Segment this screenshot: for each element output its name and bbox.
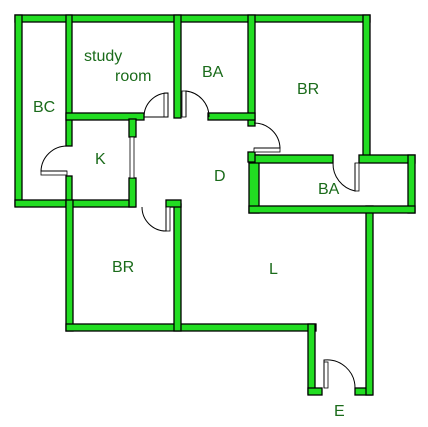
- wall-bottom: [65, 323, 317, 332]
- wall-br-living: [173, 203, 182, 332]
- wall-entry-bottom-left: [307, 387, 323, 396]
- room-labels: BC study room BA BR K D BA BR L E: [33, 48, 345, 420]
- bedroom-left-door[interactable]: [141, 206, 171, 232]
- label-bedroom-left: BR: [112, 259, 134, 276]
- kitchen-door[interactable]: [40, 145, 68, 176]
- wall-entry-left: [307, 323, 316, 395]
- wall-ba-br-lower: [247, 151, 256, 163]
- wall-ba-br: [247, 14, 256, 127]
- study-door[interactable]: [143, 92, 169, 118]
- label-bc: BC: [33, 99, 55, 116]
- label-bath-right: BA: [318, 181, 340, 198]
- label-living: L: [269, 261, 278, 278]
- wall-ba-bottom: [207, 112, 256, 121]
- label-kitchen: K: [95, 151, 106, 168]
- bedroom-right-door[interactable]: [253, 122, 281, 153]
- wall-bc-bottom: [14, 199, 136, 208]
- label-bath-top: BA: [202, 64, 224, 81]
- wall-bc-study: [65, 14, 73, 147]
- wall-left-outer: [14, 14, 23, 207]
- wall-bath-bottom: [248, 205, 416, 214]
- entrance-door[interactable]: [323, 359, 356, 389]
- walls: [14, 14, 416, 396]
- wall-br-top-stub: [165, 199, 182, 208]
- doors: [40, 90, 360, 389]
- wall-bath-top-right: [358, 154, 416, 164]
- bath-right-door[interactable]: [332, 162, 360, 192]
- label-dining: D: [214, 168, 226, 185]
- wall-bath-left: [248, 154, 260, 214]
- wall-living-right: [365, 205, 374, 396]
- bath-top-door[interactable]: [181, 90, 210, 118]
- wall-bath-right: [407, 154, 416, 214]
- label-entrance: E: [334, 403, 345, 420]
- wall-right-outer: [362, 14, 371, 161]
- label-study-line2: room: [115, 68, 151, 85]
- label-bedroom-right: BR: [297, 81, 319, 98]
- kitchen-opening: [129, 136, 135, 179]
- wall-bath-top-left: [248, 154, 334, 164]
- label-study-line1: study: [84, 48, 122, 65]
- wall-br-left: [65, 199, 74, 332]
- wall-kitchen-right-top: [128, 118, 137, 138]
- wall-study-ba: [173, 14, 182, 119]
- wall-kitchen-right-bottom: [128, 177, 137, 208]
